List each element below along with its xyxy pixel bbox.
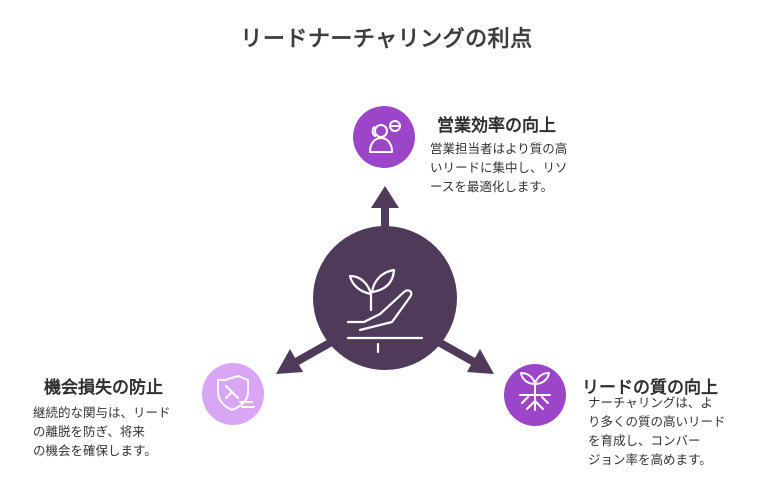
opportunity-loss-description: 継続的な関与は、リード の離脱を防ぎ、将来 の機会を確保します。 bbox=[33, 405, 171, 458]
lead-quality-title: リードの質の向上 bbox=[582, 378, 718, 398]
arrow-lower-left bbox=[276, 336, 337, 374]
sales-efficiency-node bbox=[353, 106, 415, 168]
opportunity-loss-node bbox=[202, 363, 264, 425]
center-hub bbox=[313, 226, 457, 370]
lead-quality-node bbox=[504, 364, 566, 426]
sales-efficiency-description: 営業担当者はより質の高 いリードに集中し、リソ ースを最適化します。 bbox=[430, 141, 568, 194]
sprout-roots-icon bbox=[519, 372, 551, 411]
shield-icon bbox=[217, 375, 255, 411]
opportunity-loss-title: 機会損失の防止 bbox=[44, 378, 163, 398]
diagram-title: リードナーチャリングの利点 bbox=[240, 27, 533, 52]
arrow-lower-right bbox=[433, 336, 494, 374]
sales-efficiency-title: 営業効率の向上 bbox=[437, 116, 556, 136]
hand-holding-seedling-icon bbox=[346, 268, 424, 354]
salesperson-icon bbox=[369, 120, 401, 153]
lead-quality-description: ナーチャリングは、よ り多くの質の高いリード を育成し、コンバー ジョン率を高め… bbox=[588, 395, 726, 467]
